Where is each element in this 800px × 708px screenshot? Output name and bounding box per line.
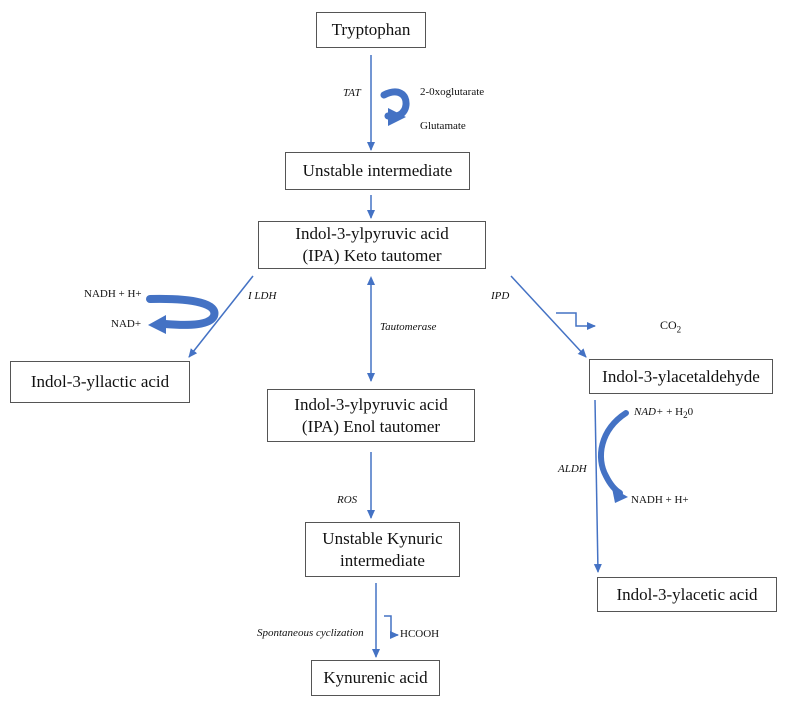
box-tryptophan: Tryptophan (316, 12, 426, 48)
arrow-co2-release (556, 312, 596, 330)
box-indole-acetaldehyde-label: Indol-3-ylacetaldehyde (602, 366, 760, 386)
curved-arrow-nadh (146, 294, 219, 329)
cofactor-nadh-in: NADH + H+ (84, 288, 142, 300)
cofactor-co2-text: CO (660, 318, 677, 332)
box-ipa-keto-line1: Indol-3-ylpyruvic acid (295, 224, 449, 243)
box-tryptophan-label: Tryptophan (331, 20, 411, 39)
box-ipa-enol: Indol-3-ylpyruvic acid (IPA) Enol tautom… (267, 389, 475, 442)
curved-arrow-nadh-head (148, 315, 166, 334)
curved-arrow-nad (597, 410, 629, 496)
curved-arrow-oxoglutarate-head (388, 108, 406, 126)
box-ipa-keto: Indol-3-ylpyruvic acid (IPA) Keto tautom… (258, 221, 486, 269)
box-kynurenic: Kynurenic acid (311, 660, 440, 696)
enzyme-ipd: IPD (491, 290, 510, 302)
cofactor-co2-sub: 2 (676, 324, 682, 335)
cofactor-nad-out: NAD+ (111, 318, 142, 330)
box-indole-acetic: Indol-3-ylacetic acid (597, 577, 777, 612)
enzyme-aldh: ALDH (558, 463, 587, 475)
arrow-hcooh-release (384, 615, 399, 639)
cofactor-co2: CO2 (660, 319, 681, 336)
cofactor-nad-in-rest: + H (663, 406, 684, 418)
cofactor-oxoglutarate: 2-0xoglutarate (420, 86, 485, 98)
box-ipa-enol-line1: Indol-3-ylpyruvic acid (294, 394, 448, 414)
cofactor-hcooh: HCOOH (400, 628, 440, 640)
box-unstable-kynuric-line2: intermediate (340, 550, 425, 570)
enzyme-tat: TAT (343, 87, 361, 99)
box-indole-acetaldehyde: Indol-3-ylacetaldehyde (589, 359, 773, 394)
cofactor-glutamate: Glutamate (420, 120, 466, 132)
cofactor-nad-in-sub: 2 (683, 410, 688, 421)
box-ipa-enol-line2: (IPA) Enol tautomer (301, 416, 441, 436)
box-ipa-keto-line2: (IPA) Keto tautomer (302, 246, 442, 265)
enzyme-ros: ROS (337, 494, 358, 506)
arrow-acetaldehyde-to-acetic (593, 399, 602, 573)
arrow-keto-to-lactic (188, 275, 254, 358)
box-indole-lactic-label: Indol-3-yllactic acid (30, 372, 170, 391)
cofactor-nad-in-prefix: NAD+ (634, 406, 664, 418)
cofactor-nad-in: NAD+ + H20 (634, 406, 693, 422)
arrow-keto-to-acetaldehyde (510, 275, 587, 358)
cofactor-nadh-out: NADH + H+ (631, 494, 689, 506)
curved-arrow-nad-head (612, 488, 628, 503)
box-kynurenic-label: Kynurenic acid (323, 668, 428, 687)
box-indole-lactic: Indol-3-yllactic acid (10, 361, 190, 403)
enzyme-ildh: I LDH (248, 290, 277, 302)
box-unstable-kynuric-line1: Unstable Kynuric (322, 528, 443, 548)
box-unstable-intermediate-label: Unstable intermediate (302, 161, 453, 180)
cofactor-nad-in-suffix: 0 (687, 406, 694, 418)
box-indole-acetic-label: Indol-3-ylacetic acid (616, 584, 758, 604)
enzyme-tautomerase: Tautomerase (380, 321, 437, 333)
enzyme-spontaneous: Spontaneous cyclization (257, 627, 364, 639)
box-unstable-kynuric: Unstable Kynuric intermediate (305, 522, 460, 577)
box-unstable-intermediate: Unstable intermediate (285, 152, 470, 190)
